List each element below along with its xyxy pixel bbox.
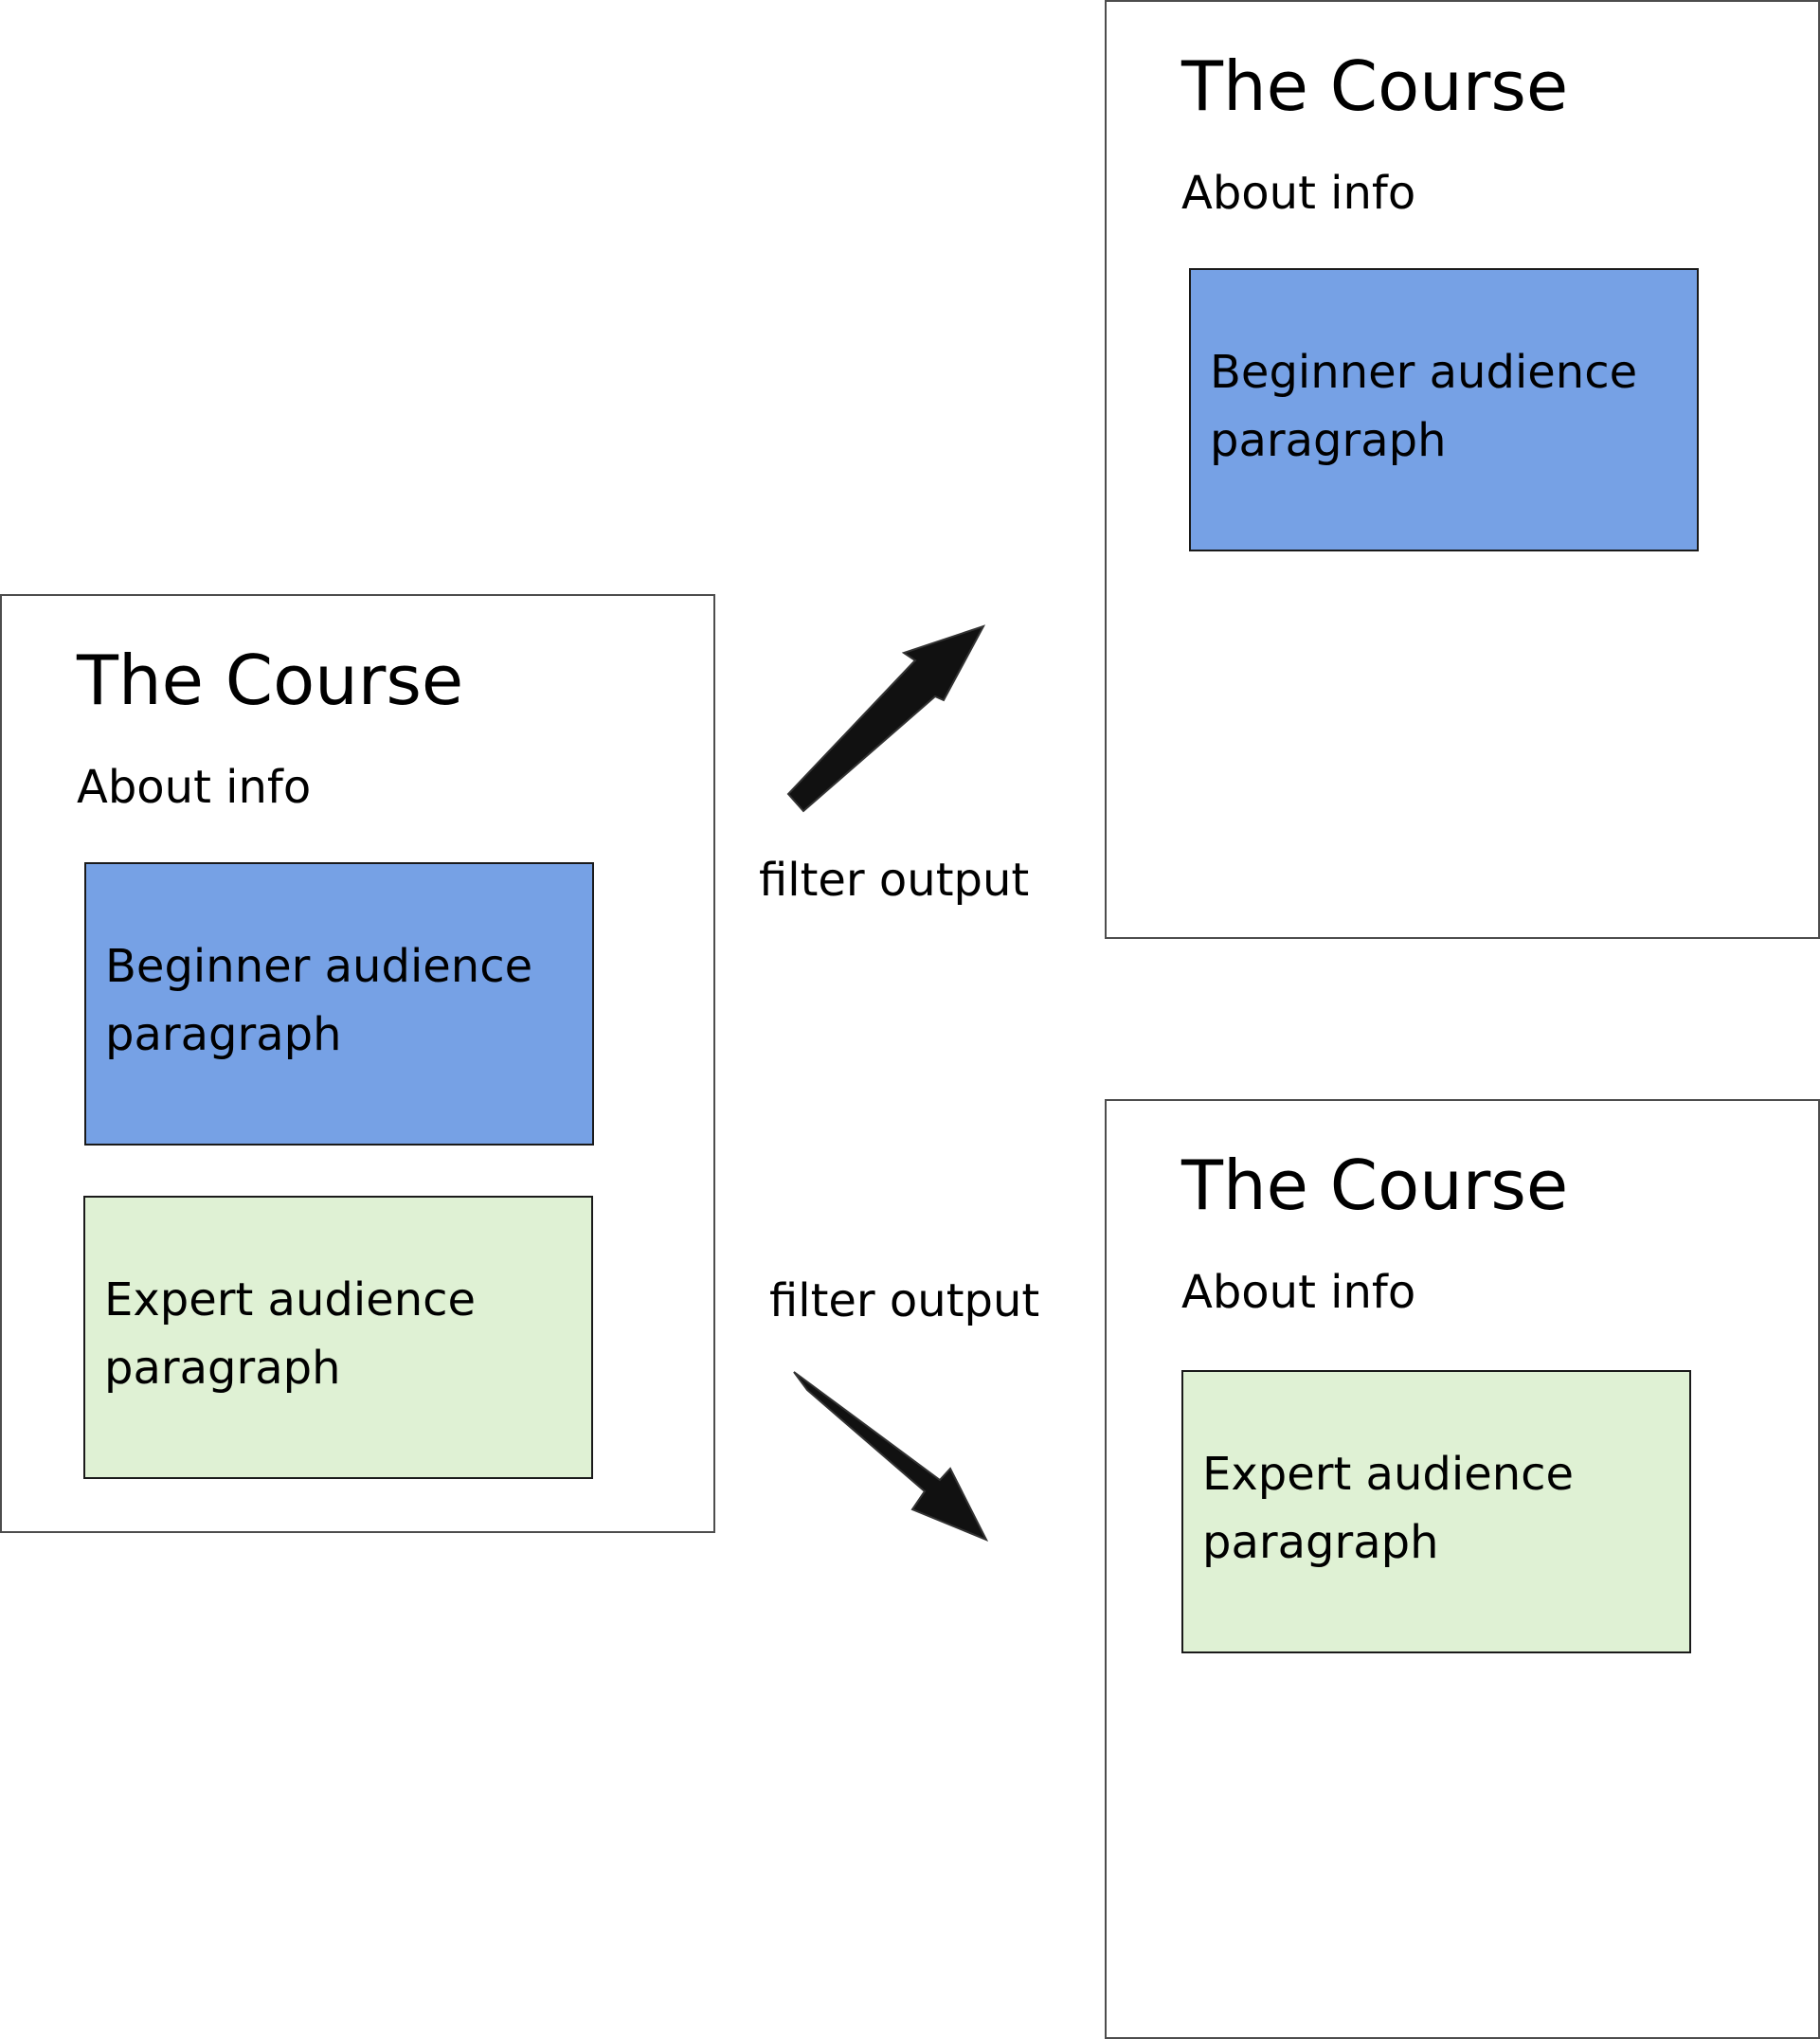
source-page: The Course About info Beginner audience … [0,594,715,1533]
expert-output-block: Expert audience paragraph [1181,1370,1691,1653]
upper-filter-label: filter output [759,854,1030,907]
source-page-title: The Course [77,641,464,720]
source-beginner-block: Beginner audience paragraph [84,862,594,1146]
source-expert-text: Expert audience paragraph [104,1273,477,1395]
beginner-output-title: The Course [1181,46,1569,126]
beginner-output-text: Beginner audience paragraph [1210,346,1638,467]
upper-filter-arrow [786,624,986,813]
beginner-output-page: The Course About info Beginner audience … [1105,0,1820,939]
beginner-output-about: About info [1181,167,1416,220]
lower-filter-label: filter output [769,1274,1040,1327]
expert-output-text: Expert audience paragraph [1202,1448,1575,1569]
beginner-output-block: Beginner audience paragraph [1189,268,1699,551]
expert-output-title: The Course [1181,1146,1569,1225]
expert-output-page: The Course About info Expert audience pa… [1105,1099,1820,2039]
expert-output-about: About info [1181,1266,1416,1319]
source-page-about: About info [77,761,312,814]
source-expert-block: Expert audience paragraph [83,1196,593,1479]
source-beginner-text: Beginner audience paragraph [105,940,533,1061]
lower-filter-arrow [793,1371,989,1542]
